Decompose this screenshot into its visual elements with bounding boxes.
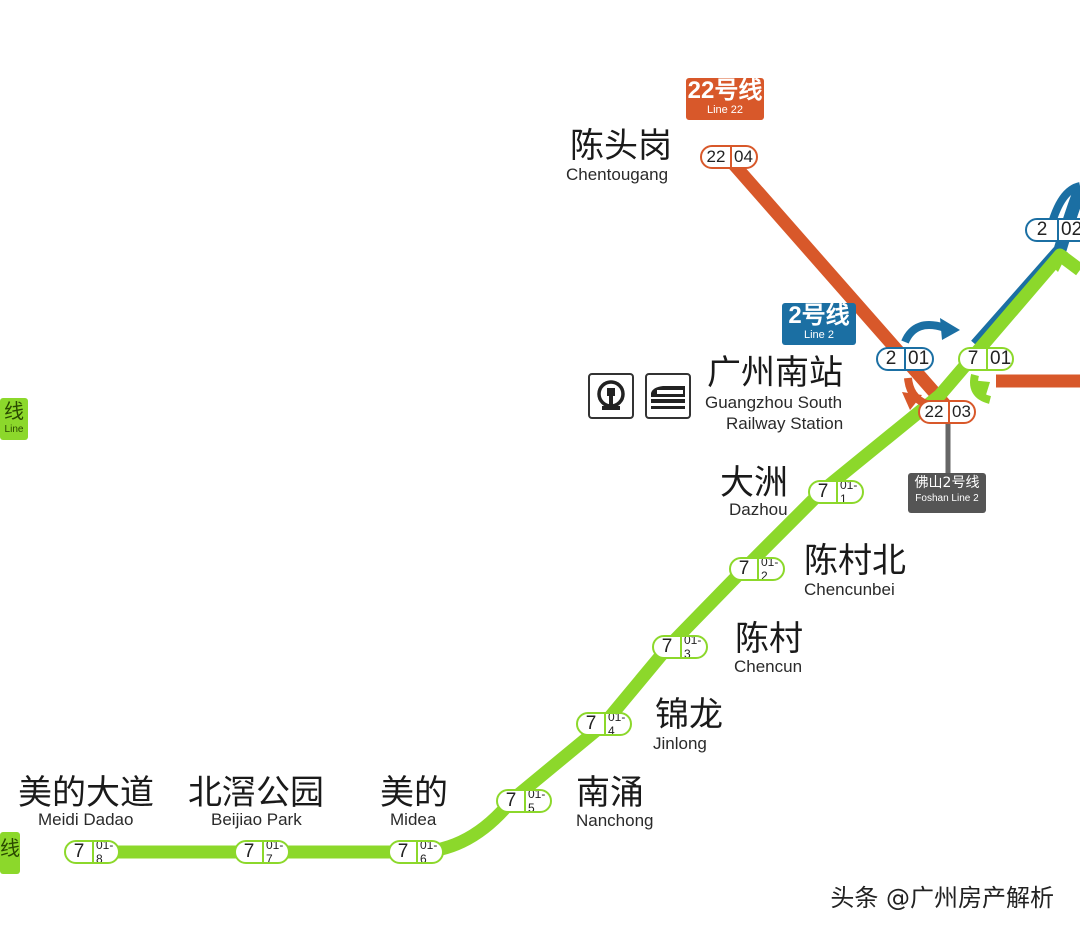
station-meidi-dadao-zh: 美的大道 [18, 773, 154, 813]
station-code-line: 2 [1036, 219, 1048, 240]
station-code-line: 7 [661, 636, 673, 657]
station-code-line: 22 [706, 147, 726, 166]
arrow-head-orange [902, 392, 922, 410]
station-code-7-01-1: 7 01-1 [808, 480, 864, 504]
station-jinlong-zh: 锦龙 [655, 695, 723, 735]
station-guangzhou-south-en2: Railway Station [726, 414, 844, 433]
station-code-line: 7 [738, 558, 750, 579]
foshan-line-2-badge-en: Foshan Line 2 [915, 493, 979, 504]
line-22-badge: 22号线 Line 22 [686, 78, 764, 120]
station-code-number: 01-1 [840, 480, 858, 504]
station-code-7-01-3: 7 01-3 [652, 635, 708, 659]
station-chencunbei-en: Chencunbei [804, 580, 895, 599]
edge-line-badge-top-zh: 线 [4, 399, 24, 423]
station-code-line: 22 [924, 402, 944, 421]
watermark: 头条 @广州房产解析 [830, 884, 1054, 912]
station-code-number: 02 [1061, 219, 1080, 240]
station-guangzhou-south-zh: 广州南站 [707, 353, 843, 393]
edge-line-badge-bottom-zh: 线 [0, 836, 20, 860]
station-code-line: 7 [397, 841, 409, 862]
station-code-7-01-7: 7 01-7 [234, 840, 290, 864]
station-code-number: 01-6 [420, 840, 438, 864]
station-code-number: 01 [908, 348, 930, 369]
station-chencunbei-zh: 陈村北 [804, 541, 906, 581]
line-7-track [85, 248, 1067, 859]
arrow-head-green-top [1048, 252, 1068, 272]
station-code-2-02: 2 02 [1025, 218, 1080, 242]
station-code-7-01-5: 7 01-5 [496, 789, 552, 813]
station-code-line: 7 [817, 481, 829, 502]
station-code-number: 04 [734, 147, 753, 166]
station-beijiao-park-en: Beijiao Park [211, 810, 302, 829]
station-code-22-03: 22 03 [918, 400, 976, 424]
high-speed-train-icon [645, 373, 691, 419]
station-code-2-01: 2 01 [876, 347, 934, 371]
station-code-number: 01-2 [761, 557, 779, 581]
station-midea-zh: 美的 [380, 773, 448, 813]
station-chencun-en: Chencun [734, 657, 803, 676]
station-midea-en: Midea [390, 810, 437, 829]
station-meidi-dadao-en: Meidi Dadao [38, 810, 134, 829]
station-code-line: 7 [73, 841, 85, 862]
station-code-22-04: 22 04 [700, 145, 758, 169]
station-code-number: 01-3 [684, 635, 702, 659]
station-code-7-01-4: 7 01-4 [576, 712, 632, 736]
station-code-line: 7 [967, 348, 979, 369]
station-beijiao-park-zh: 北滘公园 [188, 773, 324, 813]
station-code-7-01-8: 7 01-8 [64, 840, 120, 864]
station-code-line: 7 [585, 713, 597, 734]
arrow-head-green [970, 380, 990, 398]
station-chencun-zh: 陈村 [735, 619, 803, 659]
national-railway-icon [588, 373, 634, 419]
station-dazhou-zh: 大洲 [720, 463, 788, 503]
foshan-line-2-badge-zh: 佛山2号线 [914, 475, 980, 491]
station-nanchong-zh: 南涌 [576, 773, 644, 813]
station-nanchong-en: Nanchong [576, 811, 654, 830]
arrow-head-blue [940, 318, 960, 340]
station-code-number: 03 [952, 402, 971, 421]
station-code-7-01-6: 7 01-6 [388, 840, 444, 864]
line-2-track [971, 187, 1080, 350]
loop-arrow-blue [901, 321, 947, 344]
line-2-badge-en: Line 2 [804, 329, 834, 341]
line-22-badge-zh: 22号线 [687, 77, 763, 104]
station-code-line: 7 [243, 841, 255, 862]
edge-line-badge-top: 线 Line [0, 398, 28, 440]
station-chentougang-en: Chentougang [566, 165, 669, 184]
line-22-badge-en: Line 22 [706, 104, 744, 116]
station-code-7-01: 7 01 [958, 347, 1014, 371]
edge-line-badge-bottom: 线 [0, 832, 20, 874]
station-code-line: 7 [505, 790, 517, 811]
station-code-number: 01-7 [266, 840, 284, 864]
station-code-number: 01-5 [528, 789, 546, 813]
station-dazhou-en: Dazhou [729, 500, 788, 519]
station-code-number: 01-8 [96, 840, 114, 864]
station-code-7-01-2: 7 01-2 [729, 557, 785, 581]
loop-arrow-green [970, 374, 992, 404]
line-2-badge: 2号线 Line 2 [782, 303, 856, 345]
edge-line-badge-top-en: Line [4, 424, 24, 435]
foshan-line-2-badge: 佛山2号线 Foshan Line 2 [908, 473, 986, 513]
station-code-number: 01-4 [608, 712, 626, 736]
line-2-badge-zh: 2号线 [788, 302, 850, 329]
station-code-number: 01 [990, 348, 1012, 369]
station-guangzhou-south-en1: Guangzhou South [705, 393, 843, 412]
station-code-line: 2 [885, 348, 897, 369]
station-chentougang-zh: 陈头岗 [570, 126, 672, 166]
station-jinlong-en: Jinlong [653, 734, 707, 753]
